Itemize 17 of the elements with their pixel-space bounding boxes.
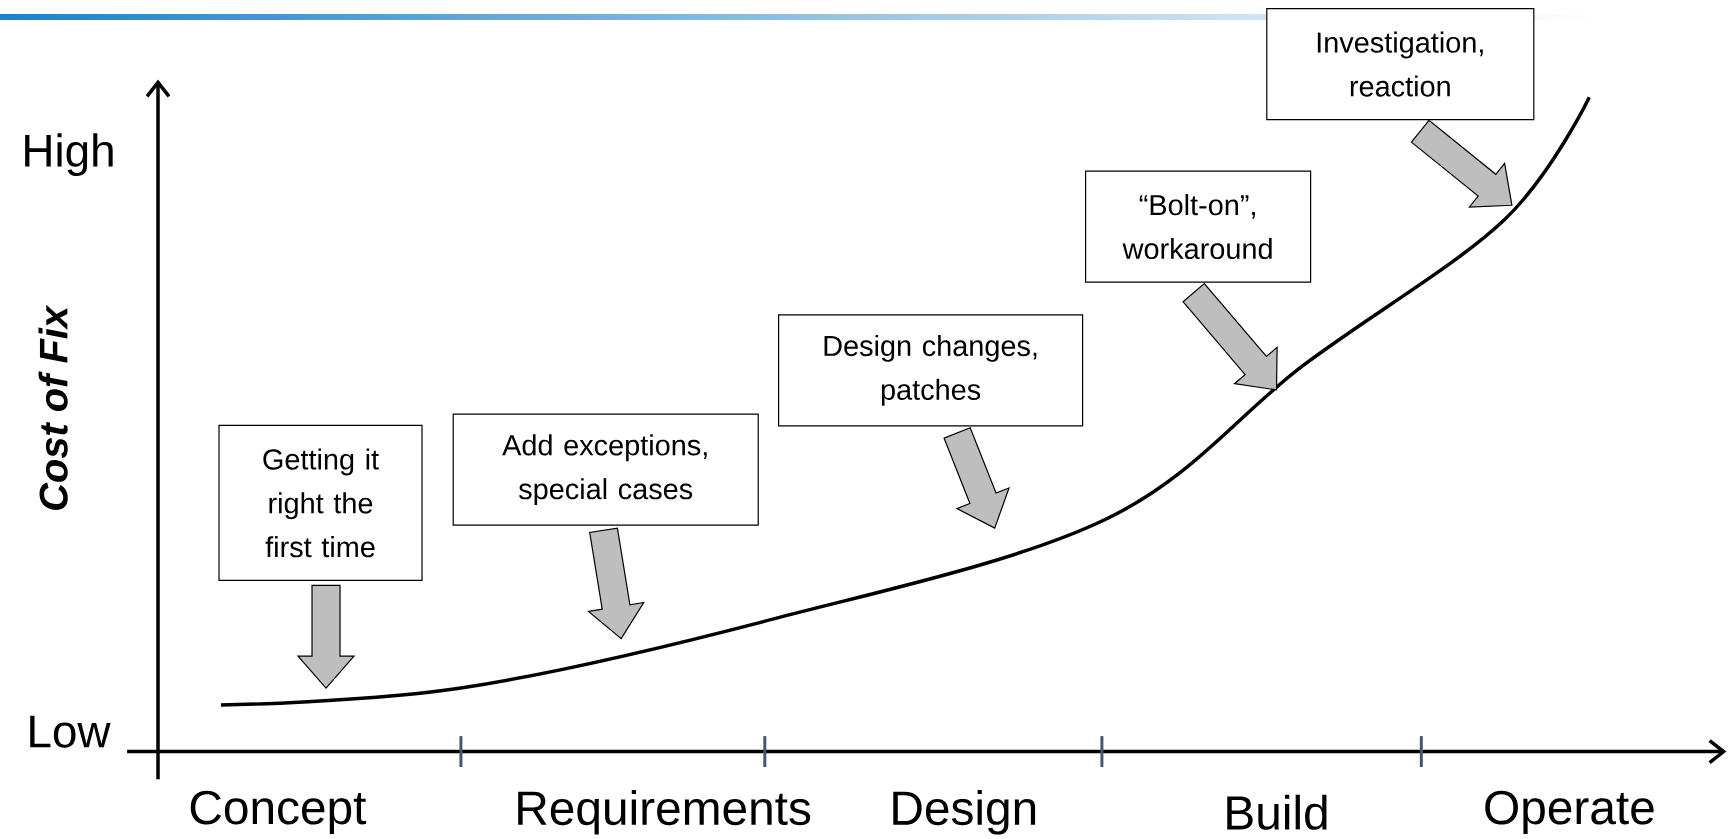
text-box: “Bolt-on”, workaround <box>1085 170 1312 283</box>
axis-label: Requirements <box>518 790 811 835</box>
block-arrow <box>587 527 645 640</box>
text-box: Getting it right the first time <box>218 424 423 581</box>
axis-label: Low <box>30 715 111 748</box>
axis-label: Build <box>1227 794 1327 830</box>
axis-label: Operate <box>1485 790 1654 834</box>
text-box: Design changes, patches <box>778 314 1084 427</box>
text-box: Add exceptions, special cases <box>452 413 759 526</box>
axis-label: Design <box>893 790 1036 835</box>
axis-label: High <box>25 133 113 177</box>
block-arrow <box>943 427 1010 529</box>
text-box: Investigation, reaction <box>1266 8 1535 121</box>
axis-label: Concept <box>190 790 367 834</box>
axis-title: Cost of Fix <box>38 304 68 510</box>
block-arrow <box>296 584 356 690</box>
block-arrow <box>1410 119 1513 208</box>
